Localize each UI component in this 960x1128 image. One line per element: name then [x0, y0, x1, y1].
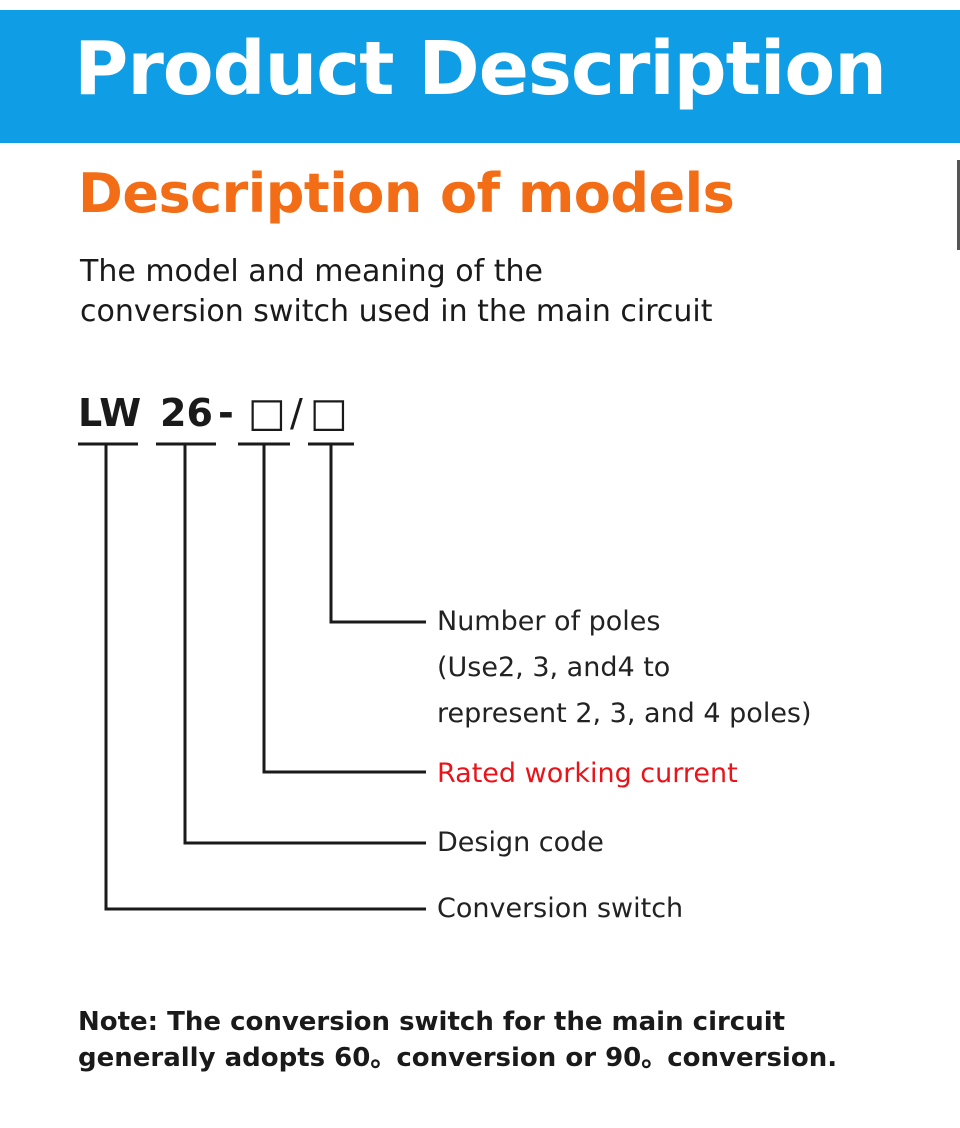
model-slash: / — [290, 391, 303, 435]
subtitle-line-1: The model and meaning of the — [80, 254, 543, 289]
model-dash: - — [218, 391, 234, 435]
label-design-code: Design code — [437, 827, 604, 858]
model-slot-poles: □ — [310, 390, 348, 436]
connector-design-code — [183, 444, 426, 845]
note-line-1: Note: The conversion switch for the main… — [78, 1007, 786, 1037]
page-title: Product Description — [74, 26, 887, 112]
label-poles-line-2: (Use2, 3, and4 to — [437, 652, 671, 683]
label-conversion-switch: Conversion switch — [437, 893, 684, 924]
model-design-code: 26 — [160, 391, 213, 435]
edge-divider — [957, 160, 960, 250]
model-prefix: LW — [78, 391, 142, 435]
label-poles-line-1: Number of poles — [437, 606, 661, 637]
connector-conversion-switch — [104, 444, 426, 911]
note-text: Note: The conversion switch for the main… — [78, 1004, 918, 1076]
section-subtitle: The model and meaning of the conversion … — [80, 252, 880, 332]
label-rated-current: Rated working current — [437, 758, 738, 789]
label-poles-line-3: represent 2, 3, and 4 poles) — [437, 698, 812, 729]
note-line-2: generally adopts 60。conversion or 90。con… — [78, 1043, 838, 1073]
connector-poles — [329, 444, 426, 624]
connector-rated-current — [262, 444, 426, 774]
header-banner — [0, 10, 960, 143]
section-title: Description of models — [78, 162, 735, 225]
model-slot-current: □ — [248, 390, 286, 436]
subtitle-line-2: conversion switch used in the main circu… — [80, 294, 713, 329]
